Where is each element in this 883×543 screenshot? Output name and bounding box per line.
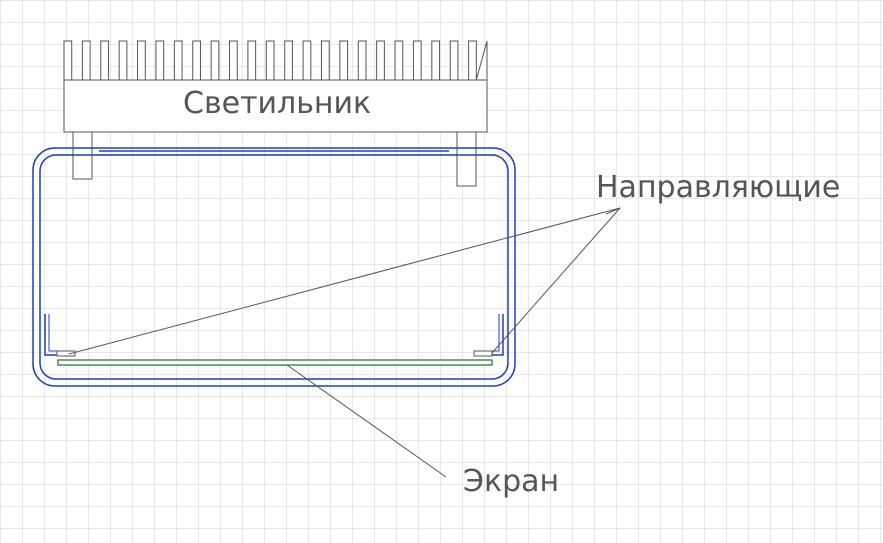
screen-label: Экран: [463, 464, 559, 499]
guides-leaders: [68, 207, 621, 355]
luminaire: Светильник: [63, 40, 488, 187]
guide-left: [44, 314, 76, 357]
guides-leader-tick-left: [605, 207, 621, 215]
screen-leader: [286, 364, 447, 478]
guides-label: Направляющие: [596, 170, 840, 205]
luminaire-label: Светильник: [183, 86, 371, 121]
heatsink-mount-right: [456, 131, 477, 187]
screen-panel: [57, 359, 493, 366]
enclosure-outer: [32, 147, 516, 387]
heatsink-base: [63, 79, 488, 133]
enclosure: [32, 147, 516, 387]
